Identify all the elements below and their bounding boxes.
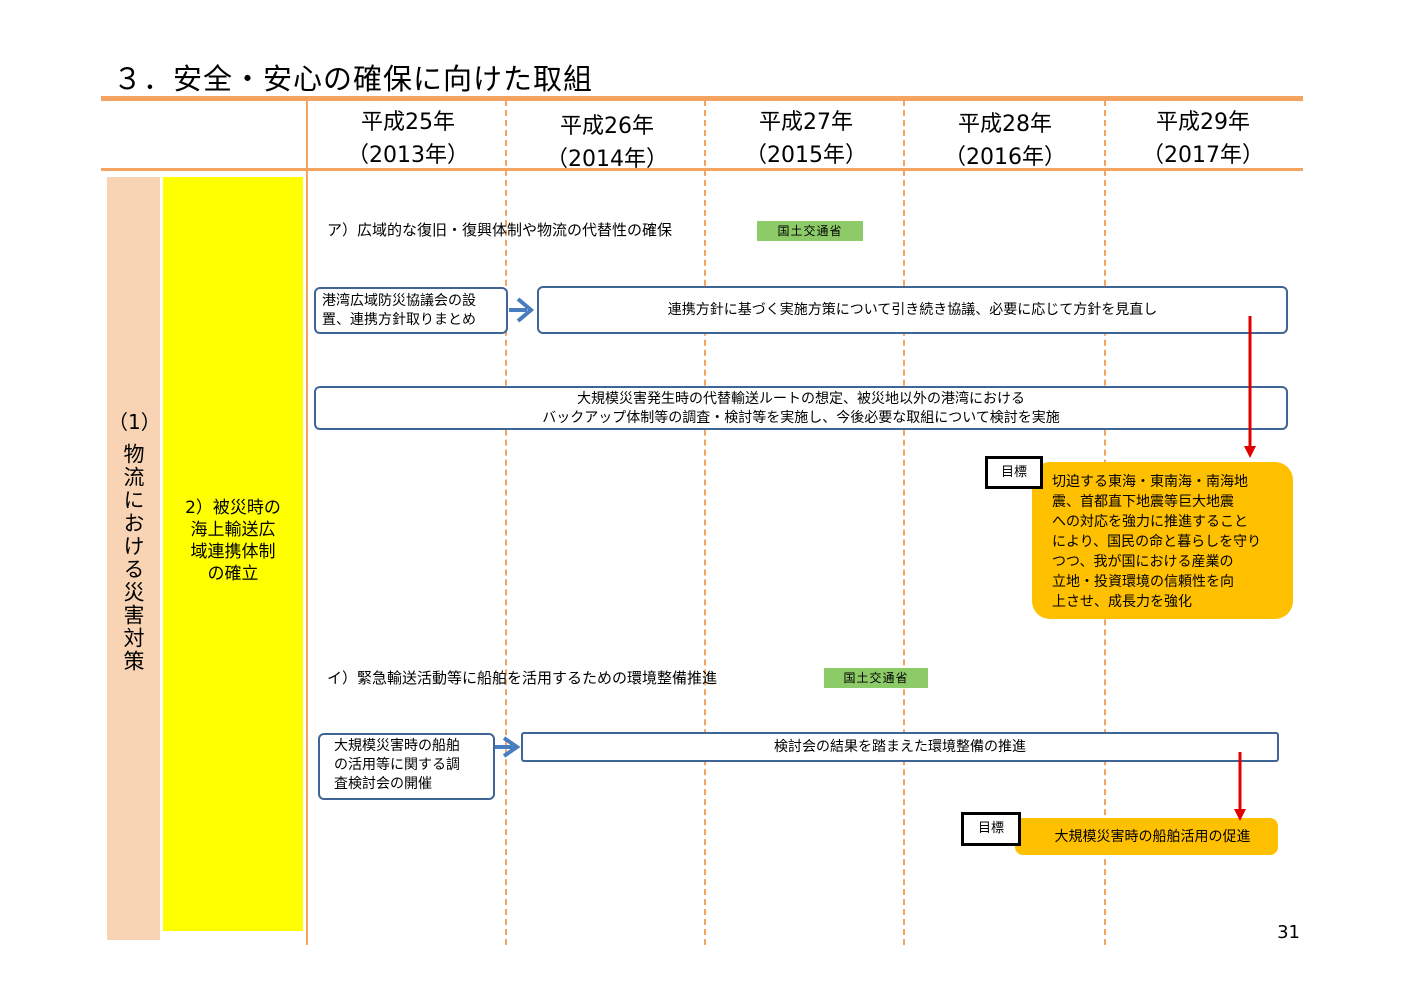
section-a-goal-label: 目標 <box>985 456 1043 489</box>
goal-text-line: への対応を強力に推進すること <box>1052 514 1248 530</box>
sub-category-line: 2）被災時の <box>185 498 281 518</box>
task-text: 連携方針に基づく実施方策について引き続き協議、必要に応じて方針を見直し <box>667 301 1158 318</box>
goal-text-line: 立地・投資環境の信頼性を向 <box>1052 574 1234 590</box>
year-header-2015: 平成27年 （2015年） <box>706 106 906 172</box>
year-header-2017: 平成29年 （2017年） <box>1103 106 1303 172</box>
column-divider-2015 <box>704 100 706 945</box>
task-text-line: 査検討会の開催 <box>334 776 432 792</box>
blue-arrow-icon <box>509 297 535 323</box>
column-divider-2016 <box>903 100 905 945</box>
goal-text-line: 上させ、成長力を強化 <box>1052 594 1192 610</box>
year-era: 平成29年 <box>1156 110 1250 135</box>
main-category-number: （1） <box>108 410 161 434</box>
column-divider-solid <box>306 100 308 945</box>
red-arrow-icon <box>1234 752 1246 821</box>
section-a-task-box-policy: 連携方針に基づく実施方策について引き続き協議、必要に応じて方針を見直し <box>537 286 1288 334</box>
year-western: （2016年） <box>944 145 1066 170</box>
task-text-line: 港湾広域防災協議会の設 <box>322 293 476 309</box>
section-a-heading: ア）広域的な復旧・復興体制や物流の代替性の確保 <box>327 221 673 239</box>
section-b-task-box-study: 大規模災害時の船舶 の活用等に関する調 査検討会の開催 <box>318 733 495 800</box>
sub-category-line: の確立 <box>207 564 259 584</box>
goal-text: 大規模災害時の船舶活用の促進 <box>1054 828 1251 845</box>
year-era: 平成26年 <box>560 114 654 139</box>
task-text-line: バックアップ体制等の調査・検討等を実施し、今後必要な取組について検討を実施 <box>542 410 1060 426</box>
sub-category-label: 2）被災時の 海上輸送広 域連携体制 の確立 <box>163 497 303 585</box>
task-text-line: 置、連携方針取りまとめ <box>322 312 476 328</box>
year-western: （2014年） <box>546 147 668 172</box>
year-header-2013: 平成25年 （2013年） <box>308 106 508 172</box>
task-text-line: の活用等に関する調 <box>334 757 460 773</box>
year-western: （2017年） <box>1142 143 1264 168</box>
header-underline <box>101 168 1303 171</box>
year-era: 平成25年 <box>361 110 455 135</box>
task-text-line: 大規模災害発生時の代替輸送ルートの想定、被災地以外の港湾における <box>577 391 1025 407</box>
year-era: 平成27年 <box>759 110 853 135</box>
sub-category-bar <box>163 177 303 931</box>
goal-text-line: により、国民の命と暮らしを守り <box>1052 534 1262 550</box>
task-text-line: 大規模災害時の船舶 <box>334 738 460 754</box>
page-number: 31 <box>1277 922 1300 943</box>
main-category-bar <box>107 177 160 940</box>
year-western: （2015年） <box>745 143 867 168</box>
goal-text-line: つつ、我が国における産業の <box>1052 554 1234 570</box>
section-a-task-box-backup: 大規模災害発生時の代替輸送ルートの想定、被災地以外の港湾における バックアップ体… <box>314 386 1288 430</box>
sub-category-line: 海上輸送広 <box>190 520 276 540</box>
section-b-task-box-environment: 検討会の結果を踏まえた環境整備の推進 <box>521 732 1279 762</box>
task-text: 検討会の結果を踏まえた環境整備の推進 <box>774 738 1026 755</box>
goal-text-line: 切迫する東海・東南海・南海地 <box>1052 474 1248 490</box>
title-underline <box>101 96 1303 101</box>
section-b-goal-bubble: 大規模災害時の船舶活用の促進 <box>1015 818 1278 855</box>
page-title: ３．安全・安心の確保に向けた取組 <box>113 62 594 96</box>
year-era: 平成28年 <box>958 112 1052 137</box>
ministry-badge: 国土交通省 <box>757 221 863 241</box>
column-divider-2014 <box>505 100 507 945</box>
blue-arrow-icon <box>495 736 521 758</box>
section-b-goal-label: 目標 <box>961 812 1021 846</box>
ministry-badge: 国土交通省 <box>824 668 928 688</box>
year-header-2014: 平成26年 （2014年） <box>507 110 707 176</box>
year-header-2016: 平成28年 （2016年） <box>905 108 1105 174</box>
main-category-label: 物流における災害対策 <box>121 443 145 673</box>
section-b-heading: イ）緊急輸送活動等に船舶を活用するための環境整備推進 <box>327 669 718 687</box>
section-a-task-box-council: 港湾広域防災協議会の設 置、連携方針取りまとめ <box>314 287 508 334</box>
sub-category-line: 域連携体制 <box>190 542 276 562</box>
section-a-goal-bubble: 切迫する東海・東南海・南海地 震、首都直下地震等巨大地震 への対応を強力に推進す… <box>1032 462 1293 619</box>
goal-text-line: 震、首都直下地震等巨大地震 <box>1052 494 1234 510</box>
year-western: （2013年） <box>347 143 469 168</box>
red-arrow-icon <box>1244 316 1256 458</box>
